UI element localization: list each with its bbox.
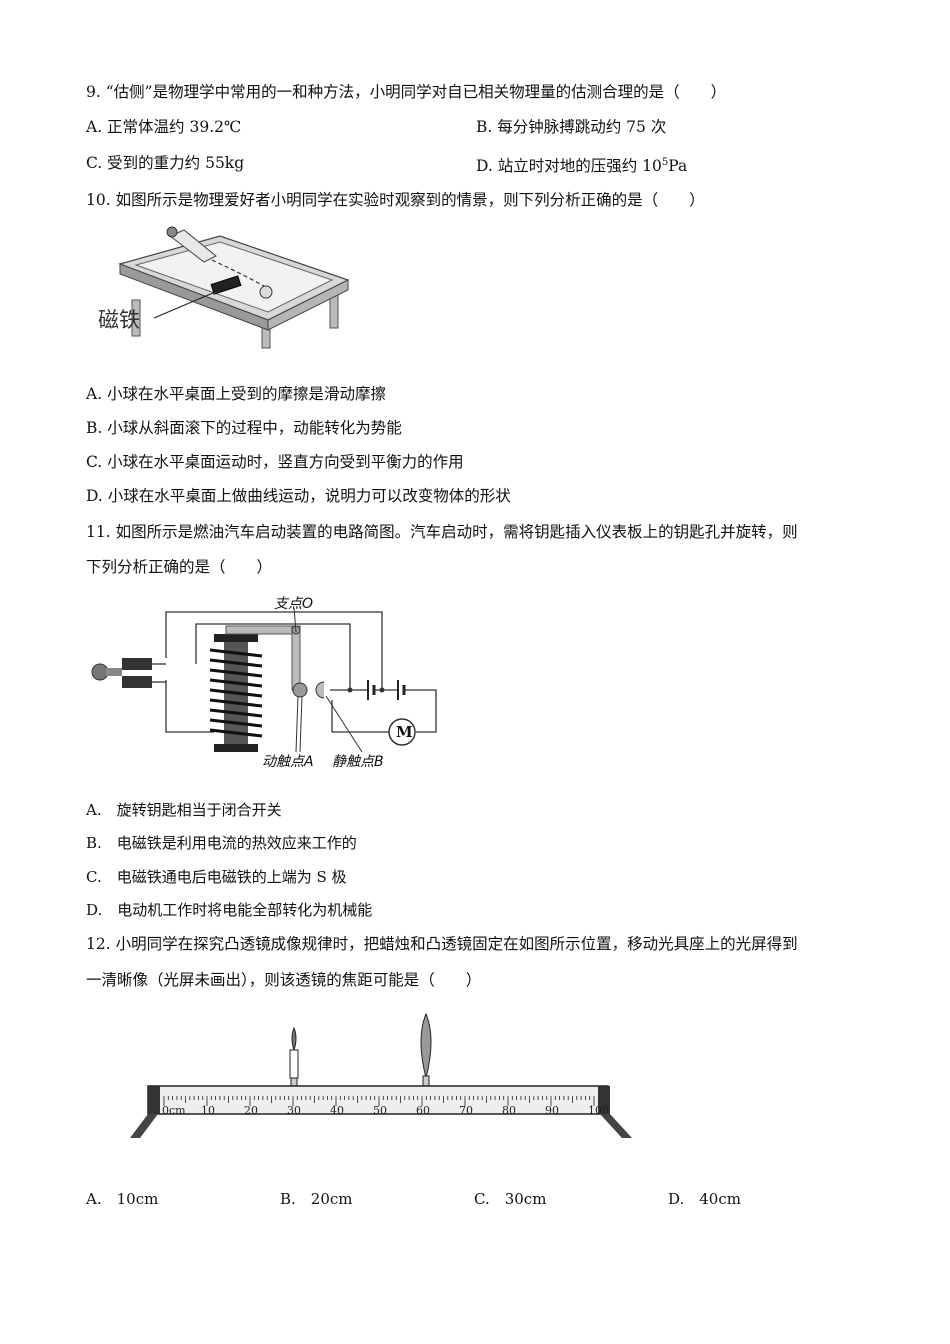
q11-option-d: D. 电动机工作时将电能全部转化为机械能 [86,901,373,919]
ruler-tick-label: 30 [287,1104,301,1117]
q11-option-a: A. 旋转钥匙相当于闭合开关 [86,801,282,819]
q9-option-d-unit: Pa [668,157,688,175]
ruler-tick-label: 0cm [162,1104,186,1117]
ruler-tick-label: 60 [416,1104,430,1117]
q12-stem-line1: 12. 小明同学在探究凸透镜成像规律时，把蜡烛和凸透镜固定在如图所示位置，移动光… [86,935,798,953]
q9-option-a: A. 正常体温约 39.2℃ [86,118,242,136]
q12-figure-optical-bench: 0cm 10 20 30 40 50 60 70 80 90 100 [130,1012,632,1138]
q9-option-b: B. 每分钟脉搏跳动约 75 次 [476,118,667,136]
q11-figure-pivot-label: 支点O [274,596,314,612]
q11-figure-moving-contact-label: 动触点A [262,754,314,770]
ruler-tick-label: 100 [588,1104,609,1117]
ruler-tick-label: 20 [244,1104,258,1117]
q10-stem: 10. 如图所示是物理爱好者小明同学在实验时观察到的情景，则下列分析正确的是（ … [86,191,705,209]
q11-option-b: B. 电磁铁是利用电流的热效应来工作的 [86,834,357,852]
q12-option-a: A. 10cm [86,1190,159,1208]
q9-option-d: D. 站立时对地的压强约 105Pa [476,153,687,176]
q12-option-b: B. 20cm [280,1190,353,1208]
q11-figure-static-contact-label: 静触点B [332,754,384,770]
ruler-tick-label: 10 [201,1104,215,1117]
ruler-tick-label: 50 [373,1104,387,1117]
q11-option-c: C. 电磁铁通电后电磁铁的上端为 S 极 [86,868,347,886]
ruler-tick-label: 80 [502,1104,516,1117]
q10-figure-table [118,226,350,349]
q10-option-d: D. 小球在水平桌面上做曲线运动，说明力可以改变物体的形状 [86,487,511,505]
q11-figure-circuit [91,607,437,753]
ruler-tick-label: 90 [545,1104,559,1117]
q11-stem-line1: 11. 如图所示是燃油汽车启动装置的电路简图。汽车启动时，需将钥匙插入仪表板上的… [86,523,798,541]
ruler-tick-label: 70 [459,1104,473,1117]
q12-stem-line2: 一清晰像（光屏未画出），则该透镜的焦距可能是（ ） [86,971,482,989]
q10-option-c: C. 小球在水平桌面运动时，竖直方向受到平衡力的作用 [86,453,464,471]
q12-option-d: D. 40cm [668,1190,741,1208]
q10-figure-magnet-label: 磁铁 [98,308,140,332]
ruler-tick-label: 40 [330,1104,344,1117]
q9-stem: 9. “估侧”是物理学中常用的一和种方法，小明同学对自已相关物理量的估测合理的是… [86,83,727,101]
q9-option-d-exponent: 5 [661,157,669,168]
q11-figure-motor-label: M [396,723,413,741]
q11-stem-line2: 下列分析正确的是（ ） [86,558,273,576]
q9-option-c: C. 受到的重力约 55kg [86,154,245,172]
q10-option-a: A. 小球在水平桌面上受到的摩擦是滑动摩擦 [86,385,387,403]
q12-option-c: C. 30cm [474,1190,547,1208]
q10-option-b: B. 小球从斜面滚下的过程中，动能转化为势能 [86,419,402,437]
q9-option-d-text: D. 站立时对地的压强约 10 [476,157,662,175]
